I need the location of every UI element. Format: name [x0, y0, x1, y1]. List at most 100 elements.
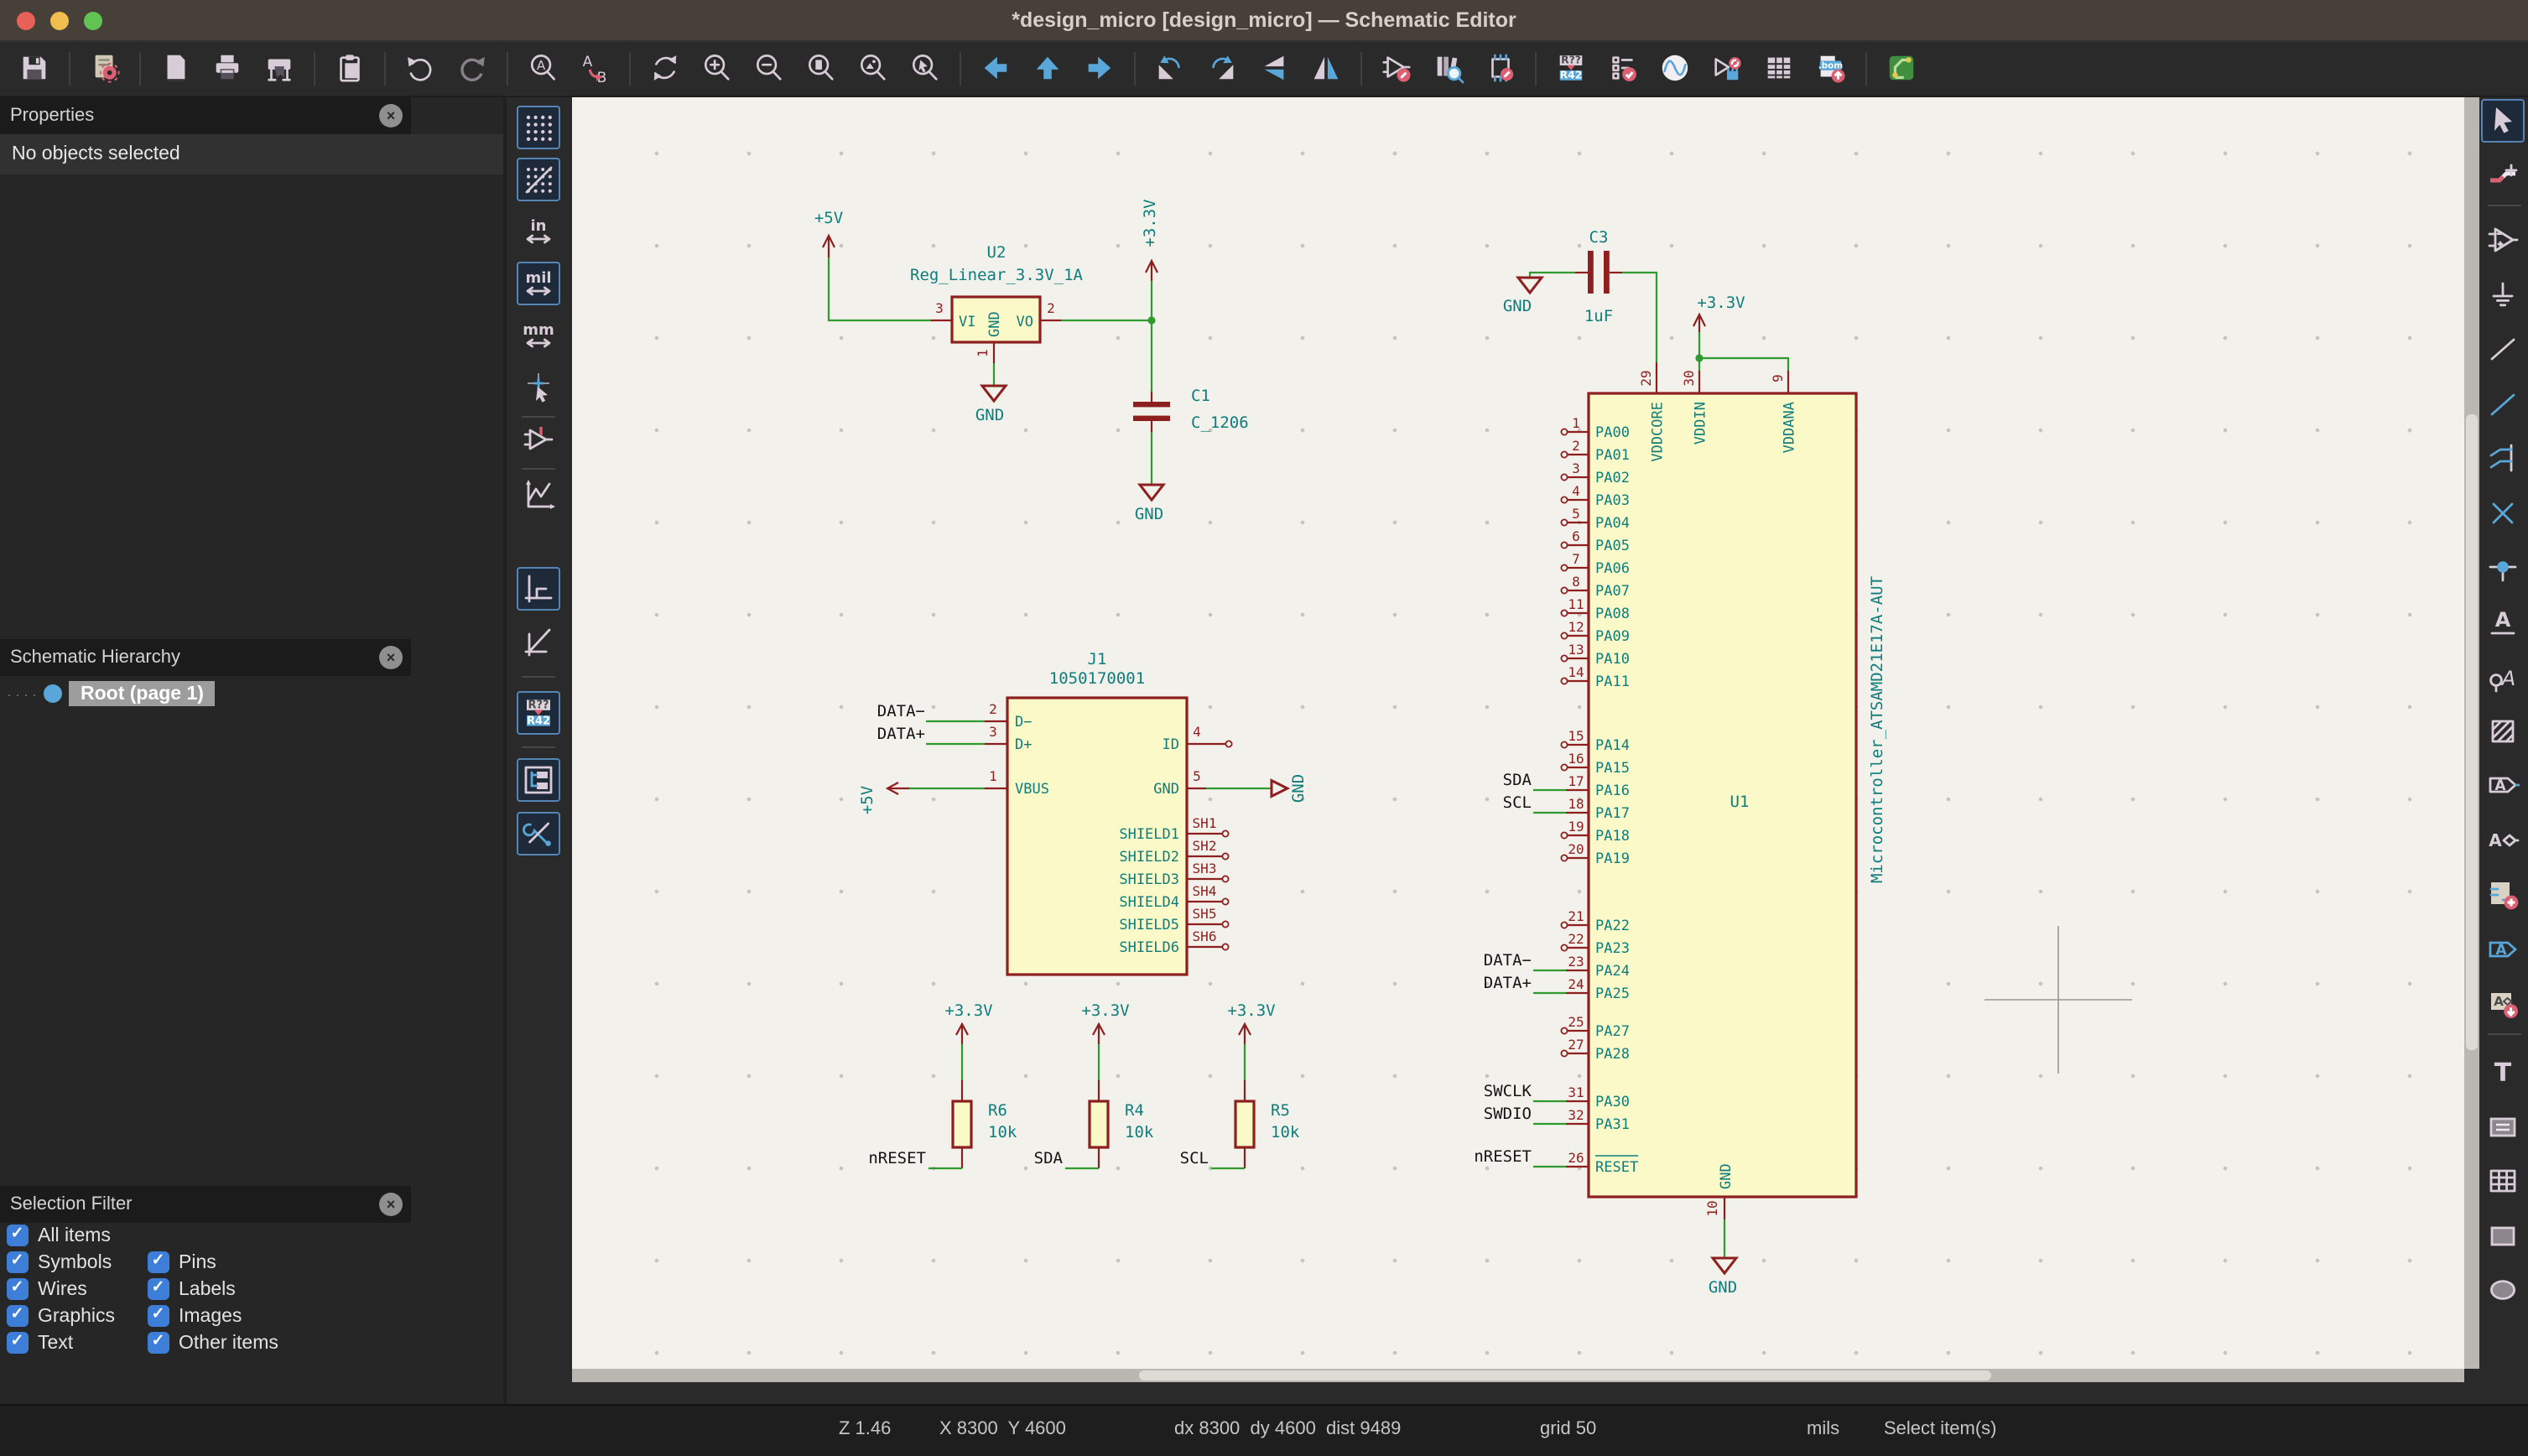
- svg-text:PA17[interactable]: PA17: [1595, 804, 1630, 821]
- gnd-symbol-c1[interactable]: GND: [1135, 482, 1167, 523]
- checkbox[interactable]: ✓: [7, 1225, 28, 1246]
- svg-text:SH6[interactable]: SH6: [1193, 928, 1217, 944]
- hierarchy-navigator-button[interactable]: [517, 758, 560, 802]
- add-net-label-button[interactable]: A: [2481, 600, 2525, 643]
- svg-text:PA14[interactable]: PA14: [1595, 736, 1630, 753]
- svg-text:9[interactable]: 9: [1770, 373, 1786, 382]
- svg-text:PA24[interactable]: PA24: [1595, 962, 1630, 979]
- vertical-scrollbar[interactable]: [2464, 96, 2479, 1368]
- svg-text:PA15[interactable]: PA15: [1595, 759, 1630, 776]
- erc-button[interactable]: [1603, 49, 1643, 89]
- svg-text:19[interactable]: 19: [1568, 818, 1584, 834]
- u2-pin3-number[interactable]: 3: [935, 299, 944, 315]
- u2-value[interactable]: Reg_Linear_3.3V_1A: [910, 265, 1083, 283]
- svg-text:SWDIO[interactable]: SWDIO: [1484, 1104, 1532, 1122]
- navigate-forward-button[interactable]: [1079, 49, 1120, 89]
- svg-text:PA02[interactable]: PA02: [1595, 469, 1630, 486]
- svg-text:PA04[interactable]: PA04: [1595, 514, 1630, 531]
- units-inches-button[interactable]: in: [517, 210, 560, 253]
- svg-text:DATA+[interactable]: DATA+: [1484, 973, 1532, 991]
- add-power-button[interactable]: [2481, 273, 2525, 316]
- svg-text:10k[interactable]: 10k: [1271, 1122, 1300, 1141]
- add-table-button[interactable]: [2481, 1159, 2525, 1203]
- svg-text:DATA−[interactable]: DATA−: [877, 701, 925, 720]
- svg-text:VDDANA[interactable]: VDDANA: [1782, 401, 1798, 452]
- svg-text:SHIELD1[interactable]: SHIELD1: [1119, 825, 1179, 842]
- hierarchy-root-label[interactable]: Root (page 1): [69, 681, 216, 706]
- svg-text:PA08[interactable]: PA08: [1595, 605, 1630, 621]
- svg-text:VBUS[interactable]: VBUS: [1015, 780, 1049, 797]
- symbol-library-browser-button[interactable]: [1428, 49, 1469, 89]
- j1-pin-D−[interactable]: 2D−DATA−: [877, 700, 1033, 730]
- power-flag-5v-u2[interactable]: +5V: [814, 208, 843, 257]
- add-wire-button[interactable]: [2481, 327, 2525, 371]
- svg-text:15[interactable]: 15: [1568, 727, 1584, 743]
- zoom-in-button[interactable]: [697, 49, 737, 89]
- add-hierarchical-label-button[interactable]: A: [2481, 927, 2525, 970]
- add-no-connect-button[interactable]: [2481, 491, 2525, 534]
- undo-button[interactable]: [400, 49, 440, 89]
- c3-ref[interactable]: C3: [1589, 227, 1609, 246]
- svg-text:SHIELD6[interactable]: SHIELD6: [1119, 939, 1179, 955]
- svg-text:PA22[interactable]: PA22: [1595, 917, 1630, 933]
- sim-chart-button[interactable]: [517, 473, 560, 517]
- svg-text:D+[interactable]: D+: [1015, 736, 1032, 752]
- paste-button[interactable]: [330, 49, 370, 89]
- add-symbol-button[interactable]: [2481, 218, 2525, 262]
- u2-pin2-number[interactable]: 2: [1047, 299, 1055, 315]
- navigate-back-button[interactable]: [975, 49, 1016, 89]
- add-bus-entry-button[interactable]: [2481, 436, 2525, 480]
- gnd-symbol-u2[interactable]: GND: [975, 383, 1009, 424]
- svg-text:3[interactable]: 3: [989, 723, 997, 739]
- svg-text:SH5[interactable]: SH5: [1193, 905, 1217, 921]
- c3-value[interactable]: 1uF: [1584, 306, 1613, 325]
- svg-text:25[interactable]: 25: [1568, 1013, 1584, 1029]
- svg-text:SDA[interactable]: SDA: [1503, 770, 1532, 788]
- add-netclass-directive-button[interactable]: A: [2481, 818, 2525, 861]
- svg-text:DATA−[interactable]: DATA−: [1484, 950, 1532, 969]
- schematic-setup-button[interactable]: [85, 49, 125, 89]
- rotate-cw-button[interactable]: [1202, 49, 1242, 89]
- svg-text:31[interactable]: 31: [1568, 1084, 1584, 1100]
- add-text-box-button[interactable]: [2481, 1105, 2525, 1148]
- svg-text:17[interactable]: 17: [1568, 772, 1584, 788]
- window-zoom-button[interactable]: [84, 12, 102, 30]
- wire-c3-gnd[interactable]: [1528, 270, 1575, 277]
- svg-text:12[interactable]: 12: [1568, 618, 1584, 634]
- svg-text:SDA[interactable]: SDA: [1034, 1148, 1064, 1167]
- units-mils-button[interactable]: mil: [517, 262, 560, 305]
- checkbox[interactable]: ✓: [148, 1278, 169, 1300]
- gnd-symbol-c3[interactable]: GND: [1503, 275, 1545, 315]
- svg-text:SH3[interactable]: SH3: [1193, 860, 1217, 876]
- plot-button[interactable]: [259, 49, 299, 89]
- add-circle-button[interactable]: [2481, 1268, 2525, 1312]
- grid-override-button[interactable]: [517, 158, 560, 201]
- checkbox[interactable]: ✓: [148, 1332, 169, 1354]
- filter-option-wires[interactable]: ✓Wires: [7, 1278, 148, 1300]
- svg-text:nRESET[interactable]: nRESET: [868, 1148, 926, 1167]
- svg-text:R6[interactable]: R6: [988, 1100, 1007, 1119]
- junction-u1[interactable]: [1695, 353, 1704, 361]
- highlight-net-button[interactable]: [2481, 153, 2525, 196]
- symbol-c1[interactable]: C1 C_1206: [1133, 386, 1249, 431]
- symbol-u1[interactable]: U1 Microcontroller_ATSAMD21E17A-AUT: [1587, 391, 1886, 1198]
- svg-text:SHIELD5[interactable]: SHIELD5: [1119, 916, 1179, 933]
- add-bus-button[interactable]: [2481, 382, 2525, 425]
- svg-text:R5[interactable]: R5: [1271, 1100, 1290, 1119]
- hierarchy-close-icon[interactable]: ×: [379, 646, 403, 669]
- schematic-sheet[interactable]: +5V 3 U2 Reg_Linear_3.3V_1A VI VO GND: [572, 96, 2464, 1368]
- svg-text:16[interactable]: 16: [1568, 750, 1584, 766]
